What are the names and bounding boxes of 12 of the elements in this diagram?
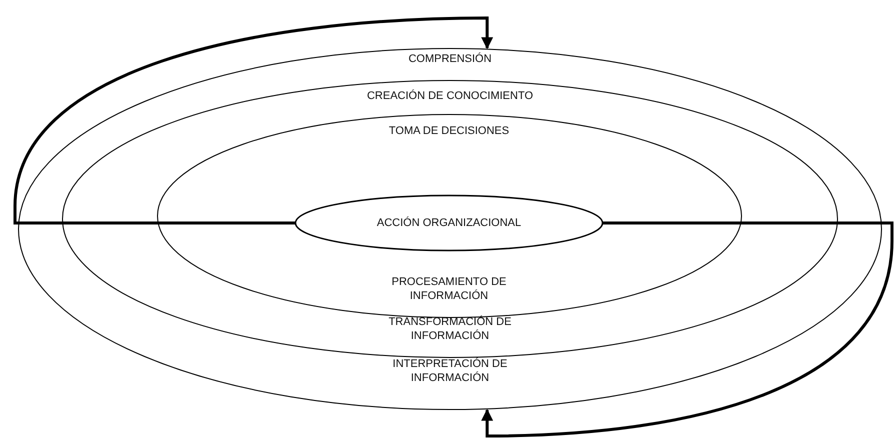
arrow bbox=[481, 222, 894, 438]
arrow bbox=[14, 16, 494, 224]
ellipse-ring bbox=[62, 80, 838, 358]
ring-label: PROCESAMIENTO DE INFORMACIÓN bbox=[390, 275, 508, 303]
ring-label: INTERPRETACIÓN DE INFORMACIÓN bbox=[392, 357, 508, 385]
ring-label: TRANSFORMACIÓN DE INFORMACIÓN bbox=[388, 315, 512, 343]
ring-label: CREACIÓN DE CONOCIMIENTO bbox=[366, 89, 534, 103]
ring-label: COMPRENSIÓN bbox=[408, 52, 492, 66]
center-ellipse bbox=[295, 195, 603, 251]
ellipse-label: ACCIÓN ORGANIZACIONAL bbox=[376, 216, 522, 230]
ellipse-ring bbox=[18, 48, 882, 410]
ring-label: TOMA DE DECISIONES bbox=[388, 124, 510, 138]
